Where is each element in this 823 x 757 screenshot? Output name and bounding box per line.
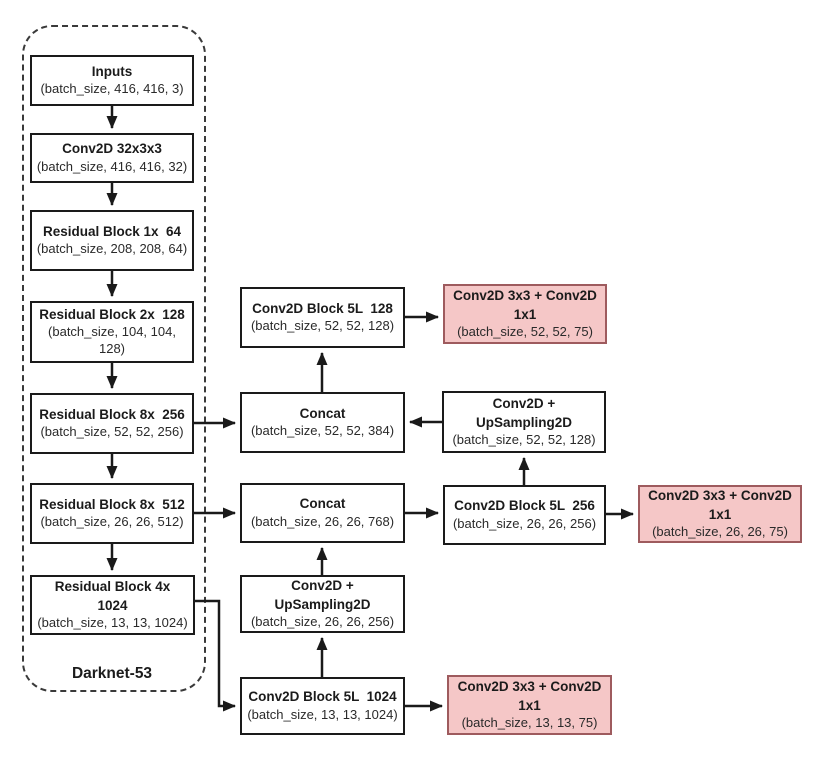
node-title: Residual Block 4x 1024 [54,579,178,613]
node-residual-block-1x-64: Residual Block 1x 64 (batch_size, 208, 2… [30,210,194,271]
node-shape: (batch_size, 26, 26, 75) [652,523,788,539]
node-title: Conv2D Block 5L 1024 [248,689,397,705]
node-shape: (batch_size, 13, 13, 1024) [37,614,188,630]
node-conv2d-upsampling2d-52: Conv2D + UpSampling2D (batch_size, 52, 5… [442,391,606,453]
node-concat-26: Concat (batch_size, 26, 26, 768) [240,483,405,543]
node-shape: (batch_size, 52, 52, 128) [250,318,395,334]
node-inputs: Inputs (batch_size, 416, 416, 3) [30,55,194,106]
node-shape: (batch_size, 13, 13, 1024) [247,706,398,722]
node-title: Conv2D Block 5L 128 [252,300,393,316]
node-shape: (batch_size, 26, 26, 256) [250,613,395,629]
node-title: Residual Block 8x 512 [39,496,185,512]
node-shape: (batch_size, 52, 52, 384) [250,423,395,439]
node-title: Concat [299,496,346,512]
node-conv2d-upsampling2d-26: Conv2D + UpSampling2D (batch_size, 26, 2… [240,575,405,633]
node-conv2d-block-5l-1024: Conv2D Block 5L 1024 (batch_size, 13, 13… [240,677,405,735]
node-residual-block-8x-256: Residual Block 8x 256 (batch_size, 52, 5… [30,393,194,454]
node-shape: (batch_size, 416, 416, 32) [36,158,188,174]
node-shape: (batch_size, 104, 104, 128) [48,324,176,357]
node-title: Conv2D + UpSampling2D [475,396,572,430]
node-shape: (batch_size, 416, 416, 3) [40,81,184,97]
node-title: Conv2D 32x3x3 [62,141,162,157]
node-shape: (batch_size, 26, 26, 256) [452,515,597,531]
node-residual-block-8x-512: Residual Block 8x 512 (batch_size, 26, 2… [30,483,194,544]
node-title: Conv2D 3x3 + Conv2D 1x1 [453,288,601,322]
node-title: Residual Block 8x 256 [39,406,185,422]
node-title: Inputs [91,63,133,79]
node-title: Residual Block 1x 64 [42,223,182,239]
node-shape: (batch_size, 52, 52, 75) [457,323,593,339]
node-shape: (batch_size, 26, 26, 512) [40,514,184,530]
node-shape: (batch_size, 52, 52, 128) [452,431,596,447]
node-title: Residual Block 2x 128 [39,307,185,322]
node-shape: (batch_size, 26, 26, 768) [250,513,395,529]
node-residual-block-2x-128: Residual Block 2x 128 (batch_size, 104, … [30,301,194,363]
node-shape: (batch_size, 208, 208, 64) [36,241,188,257]
node-conv2d-block-5l-256: Conv2D Block 5L 256 (batch_size, 26, 26,… [443,485,606,545]
darknet53-dashed-frame [22,25,206,692]
node-title: Conv2D Block 5L 256 [454,498,595,514]
node-title: Conv2D + UpSampling2D [274,578,371,612]
node-residual-block-4x-1024: Residual Block 4x 1024 (batch_size, 13, … [30,575,195,635]
node-shape: (batch_size, 13, 13, 75) [461,714,598,730]
node-title: Conv2D 3x3 + Conv2D 1x1 [648,488,796,522]
darknet53-label: Darknet-53 [71,665,153,682]
node-detection-output-52: Conv2D 3x3 + Conv2D 1x1 (batch_size, 52,… [443,284,607,344]
node-title: Concat [299,405,346,421]
node-title: Conv2D 3x3 + Conv2D 1x1 [457,679,606,713]
node-conv2d-32x3x3: Conv2D 32x3x3 (batch_size, 416, 416, 32) [30,133,194,183]
node-detection-output-26: Conv2D 3x3 + Conv2D 1x1 (batch_size, 26,… [638,485,802,543]
node-conv2d-block-5l-128: Conv2D Block 5L 128 (batch_size, 52, 52,… [240,287,405,348]
node-shape: (batch_size, 52, 52, 256) [40,424,184,440]
node-concat-52: Concat (batch_size, 52, 52, 384) [240,392,405,453]
node-detection-output-13: Conv2D 3x3 + Conv2D 1x1 (batch_size, 13,… [447,675,612,735]
